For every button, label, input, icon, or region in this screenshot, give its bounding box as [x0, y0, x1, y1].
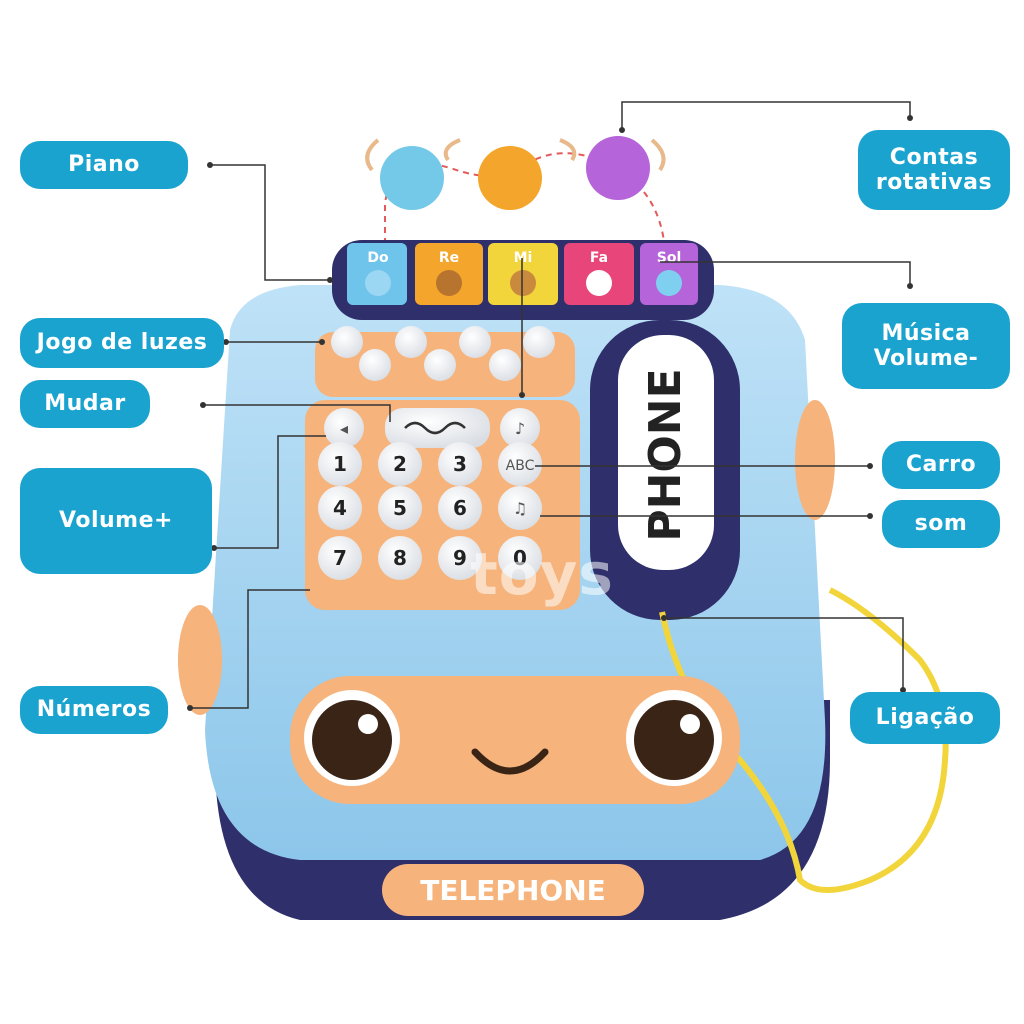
- piano-keys: Do Re Mi Fa Sol: [347, 243, 698, 305]
- piano-key-label: Do: [367, 250, 389, 266]
- leader-beads: [621, 101, 911, 130]
- blue-bead: [380, 146, 444, 210]
- keypad-digit: 8: [393, 546, 407, 570]
- callout-piano: Piano: [20, 141, 188, 189]
- keypad-digit: 7: [333, 546, 347, 570]
- car-icon: ABC: [506, 458, 535, 474]
- light-button[interactable]: [331, 326, 363, 358]
- keypad-digit: 0: [513, 546, 527, 570]
- callout-sound: som: [882, 500, 1000, 548]
- keypad-key[interactable]: [438, 442, 482, 486]
- sound-icon: ♫: [513, 499, 527, 518]
- keypad-digit: 1: [333, 452, 347, 476]
- dog-icon: [586, 270, 612, 296]
- keypad-key[interactable]: [378, 442, 422, 486]
- keypad-digit: 9: [453, 546, 467, 570]
- piano-key-label: Mi: [514, 250, 533, 266]
- volume-up-button[interactable]: [324, 408, 364, 448]
- keypad-digit: 4: [333, 496, 347, 520]
- watermark: toys: [470, 540, 614, 608]
- leader-switch: [203, 404, 391, 422]
- keypad-digit: 3: [453, 452, 467, 476]
- keypad-digit: 6: [453, 496, 467, 520]
- callout-switch: Mudar: [20, 380, 150, 428]
- keypad-key[interactable]: [318, 536, 362, 580]
- callout-call: Ligação: [850, 692, 1000, 744]
- bird-icon: [656, 270, 682, 296]
- keypad-key[interactable]: [438, 486, 482, 530]
- telephone-plate: [382, 864, 644, 916]
- keypad-digit: 2: [393, 452, 407, 476]
- volume-down-icon: ♪: [515, 419, 525, 438]
- light-button[interactable]: [359, 349, 391, 381]
- light-button[interactable]: [424, 349, 456, 381]
- keypad: 1 2 3 4 5 6 7 8 9 0 ABC ♫: [318, 442, 542, 580]
- piano-key-label: Re: [439, 250, 459, 266]
- purple-bead: [586, 136, 650, 200]
- keypad-digit: 5: [393, 496, 407, 520]
- face-panel: [290, 676, 740, 804]
- leader-dots: [187, 115, 913, 711]
- piano-key-label: Fa: [590, 250, 608, 266]
- light-button[interactable]: [459, 326, 491, 358]
- light-buttons: [331, 326, 555, 381]
- callout-lights: Jogo de luzes: [20, 318, 224, 368]
- light-button[interactable]: [489, 349, 521, 381]
- music-note-icon: [404, 421, 466, 435]
- car-mode-button[interactable]: [498, 442, 542, 486]
- light-button[interactable]: [395, 326, 427, 358]
- callout-numbers: Números: [20, 686, 168, 734]
- light-button[interactable]: [523, 326, 555, 358]
- left-wheel: [178, 605, 222, 715]
- callout-beads: Contas rotativas: [858, 130, 1010, 210]
- volume-down-button[interactable]: [500, 408, 540, 448]
- leader-lines: [190, 101, 911, 709]
- sound-mode-button[interactable]: [498, 486, 542, 530]
- right-wheel: [795, 400, 835, 520]
- keypad-key[interactable]: [498, 536, 542, 580]
- elephant-icon: [365, 270, 391, 296]
- leader-piano: [210, 164, 330, 281]
- leader-call: [664, 617, 904, 690]
- handset-label-plate: [618, 335, 714, 570]
- callout-music-volume: Música Volume-: [842, 303, 1010, 389]
- piano-key-label: Sol: [657, 250, 682, 266]
- keypad-key[interactable]: [378, 486, 422, 530]
- orange-bead: [478, 146, 542, 210]
- handset-label: PHONE: [640, 368, 691, 541]
- keypad-key[interactable]: [318, 442, 362, 486]
- keypad-key[interactable]: [318, 486, 362, 530]
- smile: [471, 748, 549, 775]
- keypad-key[interactable]: [438, 536, 482, 580]
- leader-volume-up: [214, 435, 326, 549]
- callout-car: Carro: [882, 441, 1000, 489]
- callout-volume-up: Volume+: [20, 468, 212, 574]
- monkey-icon: [436, 270, 462, 296]
- telephone-label: TELEPHONE: [420, 874, 606, 907]
- cow-icon: [510, 270, 536, 296]
- leader-numbers: [190, 589, 310, 709]
- volume-up-icon: ◂: [340, 419, 348, 438]
- leader-music-volume: [660, 261, 911, 286]
- mode-switch-button[interactable]: [385, 408, 490, 448]
- keypad-key[interactable]: [378, 536, 422, 580]
